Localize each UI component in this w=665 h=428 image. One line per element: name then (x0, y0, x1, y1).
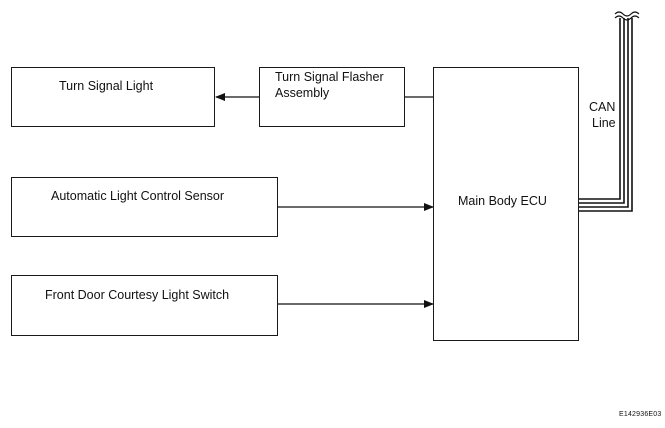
main-body-ecu-block (433, 67, 579, 341)
turn-signal-flasher-block (259, 67, 405, 127)
can-label-line1: CAN (589, 100, 616, 114)
figure-code: E142936E03 (619, 411, 662, 418)
door-courtesy-switch-label: Front Door Courtesy Light Switch (45, 288, 230, 302)
flasher-label-line1: Turn Signal Flasher (275, 70, 384, 84)
can-label-line2: Line (592, 116, 616, 130)
can-bus-lines (578, 18, 633, 212)
can-break-icon (614, 11, 640, 21)
main-body-ecu-label: Main Body ECU (458, 194, 547, 208)
auto-light-sensor-block (11, 177, 278, 237)
auto-light-sensor-label: Automatic Light Control Sensor (51, 189, 225, 203)
turn-signal-light-block (11, 67, 215, 127)
door-courtesy-switch-block (11, 275, 278, 336)
flasher-label-line2: Assembly (275, 86, 330, 100)
turn-signal-light-label: Turn Signal Light (59, 79, 154, 93)
